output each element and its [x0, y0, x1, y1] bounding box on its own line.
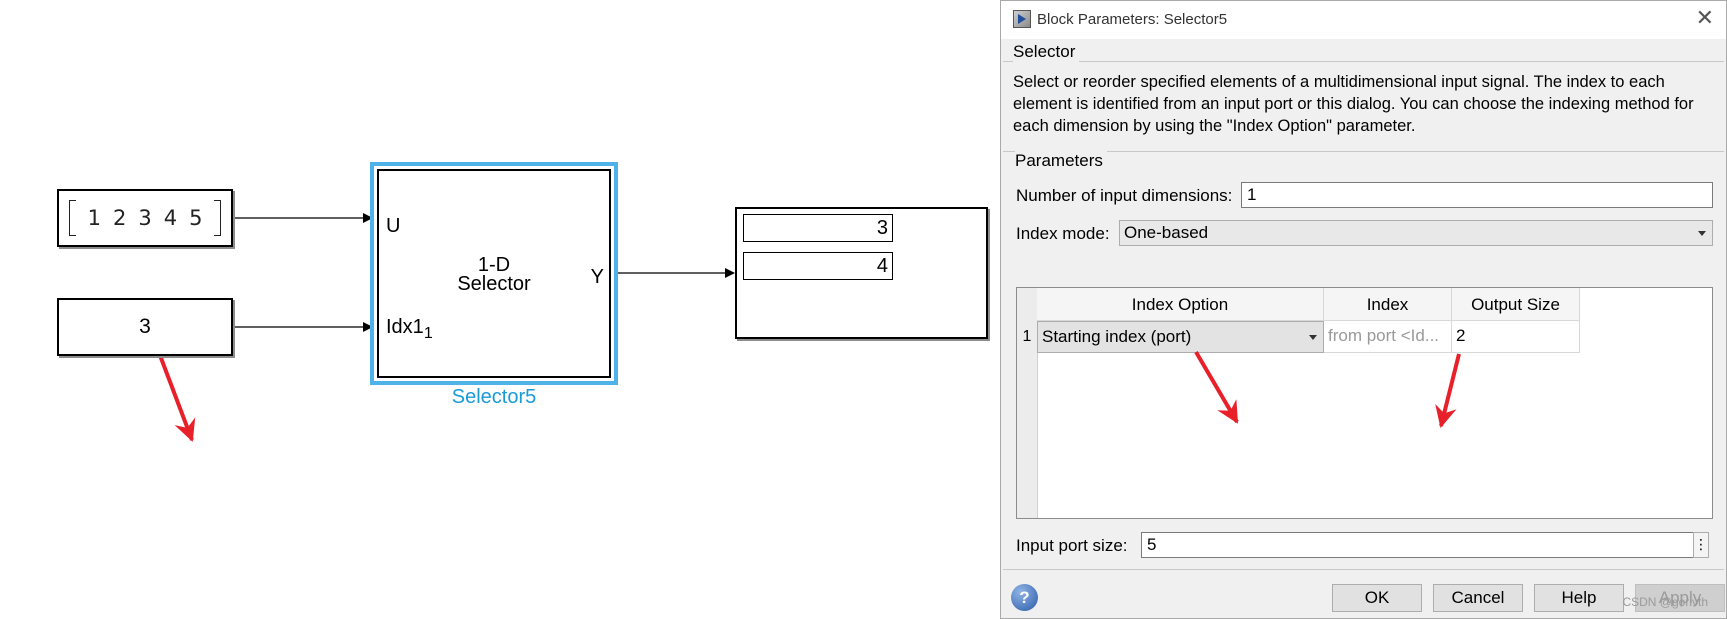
block-parameters-dialog: Block Parameters: Selector5 ✕ Selector S…: [1000, 0, 1727, 619]
block-type-heading: Selector: [1013, 42, 1080, 62]
port-u-label: U: [386, 215, 401, 237]
num-dims-input[interactable]: 1: [1241, 182, 1713, 208]
index-mode-value: One-based: [1124, 223, 1209, 242]
annotation-arrow-canvas: [156, 349, 196, 442]
port-idx-label: Idx11: [386, 316, 433, 343]
vector-element: 4: [163, 206, 178, 230]
output-size-cell[interactable]: 2: [1452, 321, 1580, 353]
close-icon[interactable]: ✕: [1695, 6, 1714, 31]
index-mode-dropdown[interactable]: One-based: [1119, 220, 1713, 246]
button-bar-border: [1003, 569, 1724, 570]
index-table[interactable]: Index Option Index Output Size 1 Startin…: [1016, 287, 1713, 519]
block-description: Select or reorder specified elements of …: [1013, 73, 1694, 135]
selector-block-name[interactable]: Selector5: [451, 386, 537, 408]
vector-element: 2: [112, 206, 127, 230]
table-row-number: 1: [1022, 328, 1032, 345]
parameters-group-border: [1003, 151, 1724, 152]
input-port-size-input[interactable]: 5: [1141, 532, 1696, 558]
app-icon: [1013, 10, 1031, 28]
selector-title: 1-D Selector: [379, 254, 609, 295]
vector-element: 1: [87, 206, 101, 230]
table-row-header-column: [1017, 288, 1038, 518]
dropdown-arrow-icon: [1698, 231, 1706, 236]
vector-element: 3: [138, 206, 152, 230]
apply-button[interactable]: Apply: [1635, 584, 1725, 612]
constant-scalar-block[interactable]: 3: [57, 298, 233, 356]
index-option-value: Starting index (port): [1042, 327, 1192, 346]
display-value: 4: [743, 252, 893, 280]
column-header-output-size[interactable]: Output Size: [1452, 288, 1580, 321]
port-idx-subscript: 1: [423, 325, 433, 342]
left-bracket: [69, 200, 76, 236]
constant-vector-block[interactable]: 1 2 3 4 5: [57, 189, 233, 247]
ok-button[interactable]: OK: [1332, 584, 1422, 612]
dropdown-arrow-icon: [1309, 335, 1317, 340]
dialog-title: Block Parameters: Selector5: [1037, 11, 1228, 28]
selector-title-line1: 1-D: [477, 254, 511, 276]
more-options-icon[interactable]: ⋮: [1693, 532, 1709, 558]
selector-block[interactable]: U Idx11 Y 1-D Selector: [377, 169, 611, 378]
constant-scalar-value: 3: [139, 315, 151, 338]
parameters-heading: Parameters: [1015, 151, 1107, 171]
port-idx-text: Idx1: [386, 316, 424, 338]
model-canvas[interactable]: 1 2 3 4 5 3 U Idx11 Y 1-D Selector Selec…: [0, 0, 1000, 619]
selector-group-border: [1003, 61, 1724, 62]
port-y-label: Y: [590, 266, 604, 288]
index-mode-label: Index mode:: [1016, 224, 1110, 243]
watermark: CSDN @gorivth: [1622, 595, 1708, 609]
index-option-dropdown[interactable]: Starting index (port): [1037, 321, 1324, 353]
constant-vector-matrix: 1 2 3 4 5: [69, 200, 221, 236]
cancel-button[interactable]: Cancel: [1433, 584, 1523, 612]
help-icon[interactable]: ?: [1011, 584, 1038, 611]
dialog-titlebar[interactable]: Block Parameters: Selector5 ✕: [1001, 1, 1726, 39]
column-header-index-option[interactable]: Index Option: [1037, 288, 1324, 321]
selector-block-selection[interactable]: U Idx11 Y 1-D Selector: [370, 162, 618, 385]
right-bracket: [214, 200, 221, 236]
help-button[interactable]: Help: [1534, 584, 1624, 612]
display-value: 3: [743, 214, 893, 242]
num-dims-label: Number of input dimensions:: [1016, 186, 1233, 205]
index-cell: from port <Id...: [1324, 321, 1452, 353]
input-port-size-label: Input port size:: [1016, 536, 1128, 555]
column-header-index[interactable]: Index: [1324, 288, 1452, 321]
selector-title-line2: Selector: [457, 273, 531, 295]
vector-element: 5: [189, 206, 203, 230]
display-block[interactable]: 3 4: [735, 207, 988, 339]
